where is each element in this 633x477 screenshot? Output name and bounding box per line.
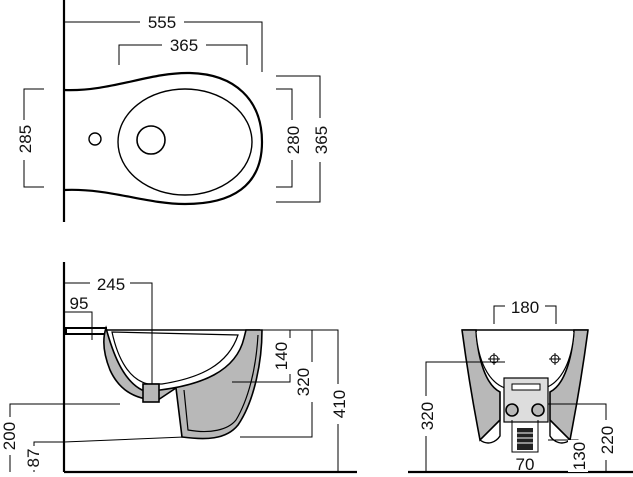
top-view-tap-hole-icon	[88, 132, 102, 146]
top-view-bowl	[117, 88, 253, 196]
dim-285-label: 285	[16, 125, 35, 153]
dim-555-label: 555	[148, 13, 176, 32]
dim-410-line	[262, 329, 339, 472]
dim-410-label: 410	[330, 390, 349, 418]
front-view-left-tap-icon	[488, 353, 500, 365]
dim-70-label: 70	[516, 455, 535, 474]
dim-245-label: 245	[97, 275, 125, 294]
dim-320-side-label: 320	[294, 368, 313, 396]
side-view-drain-slope	[63, 436, 185, 443]
dim-140-label: 140	[272, 342, 291, 370]
dim-200-label: 200	[0, 422, 19, 450]
side-view-body	[103, 325, 263, 440]
front-view-inlet-left-icon	[505, 403, 519, 417]
front-view: 180 320 70 130 220	[408, 297, 633, 474]
dim-95-line	[64, 311, 93, 340]
dim-95-label: 95	[70, 294, 89, 313]
dim-70-line	[511, 420, 539, 453]
front-view-inlet-right-icon	[531, 403, 545, 417]
dim-87-label: 87	[24, 449, 43, 468]
dim-220-label: 220	[598, 426, 617, 454]
top-view: 555 365 285 280 365	[14, 0, 331, 222]
dim-365-bowl-label: 365	[170, 36, 198, 55]
side-view-deck	[65, 327, 107, 335]
top-view-drain-icon	[136, 125, 166, 155]
dim-130-label: 130	[570, 442, 589, 470]
side-view: 245 95 200 87 140 320 410	[0, 262, 357, 474]
front-view-right-tap-icon	[549, 353, 561, 365]
side-view-drain-outlet	[142, 383, 160, 403]
dim-280-label: 280	[284, 126, 303, 154]
dim-320-front-label: 320	[418, 402, 437, 430]
top-view-outline	[63, 71, 264, 206]
dim-180-label: 180	[511, 298, 539, 317]
dim-365-width-label: 365	[312, 126, 331, 154]
front-view-drain-icon	[517, 428, 533, 450]
